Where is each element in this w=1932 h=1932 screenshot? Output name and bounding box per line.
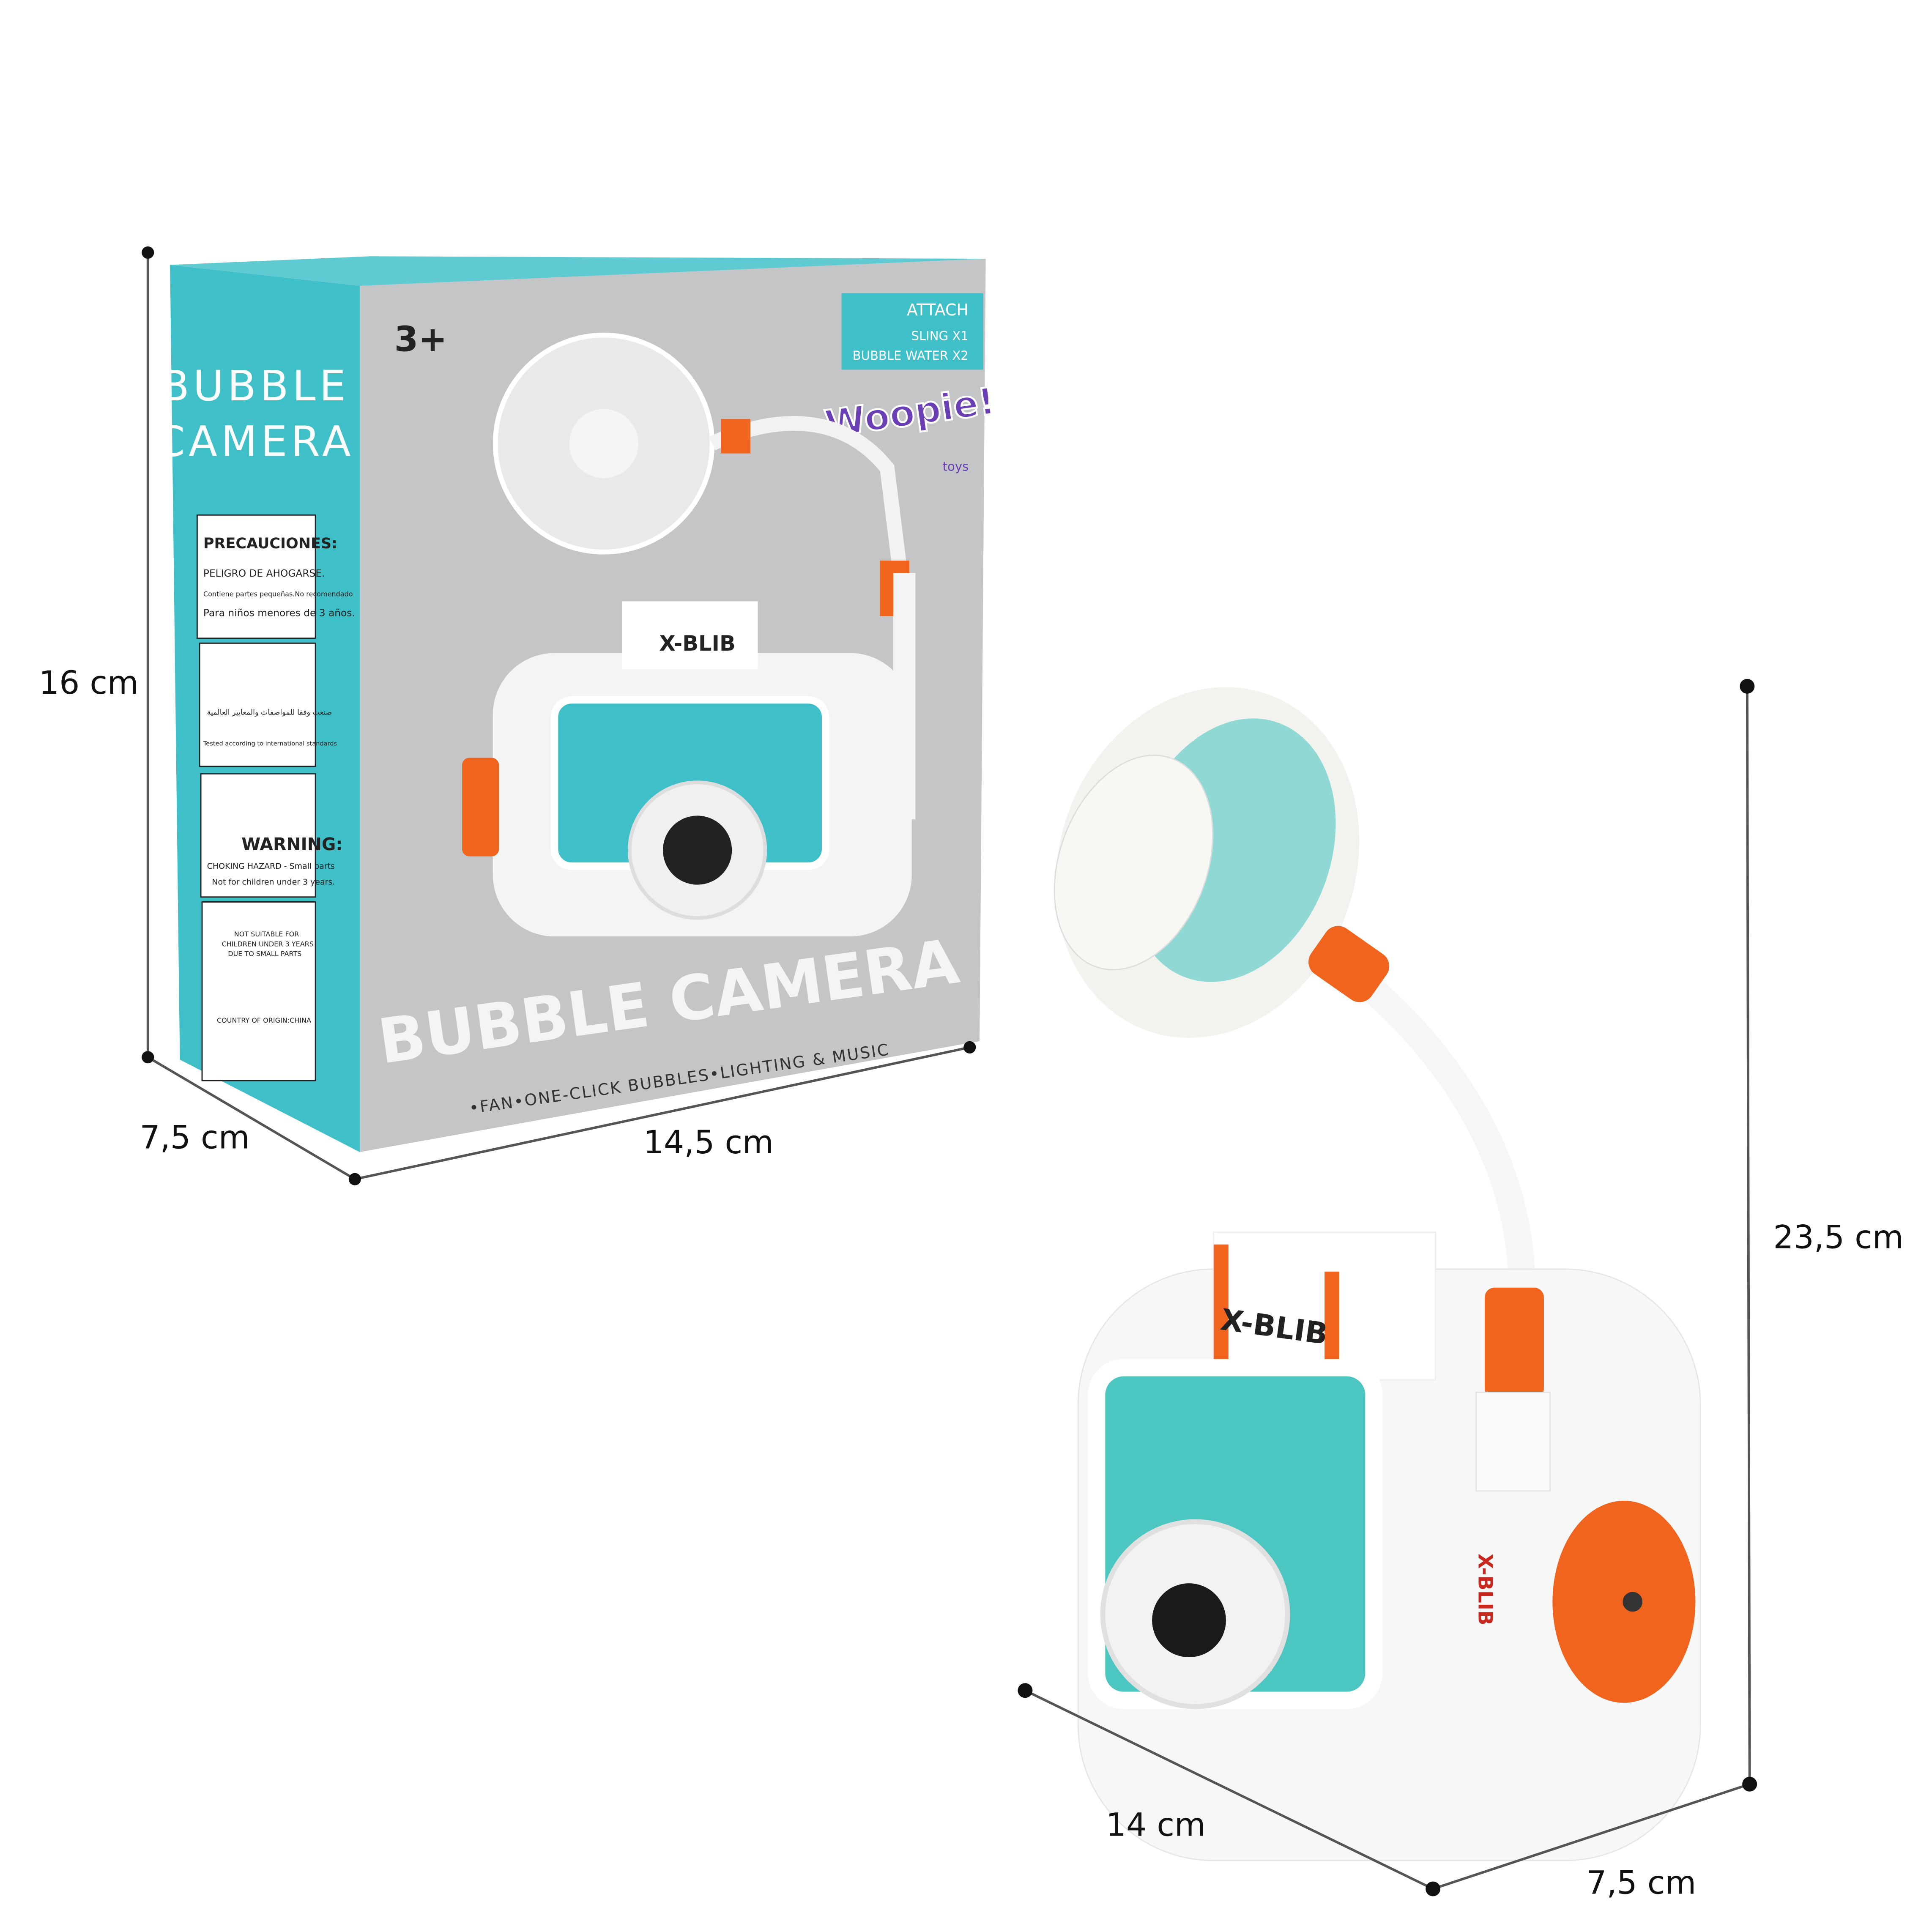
standards-text: Tested according to international standa…	[203, 740, 337, 747]
fan-head	[1054, 687, 1360, 1038]
origin-text: COUNTRY OF ORIGIN:CHINA	[217, 1016, 311, 1024]
box-model-label: X-BLIB	[660, 631, 736, 656]
precautions-text: PELIGRO DE AHOGARSE.	[203, 568, 325, 579]
toy-depth-label: 7,5 cm	[1586, 1864, 1696, 1902]
box-depth-label: 7,5 cm	[140, 1119, 249, 1156]
toy-height-label: 23,5 cm	[1773, 1218, 1903, 1256]
neck-base	[1475, 1391, 1551, 1492]
warning-text: Not for children under 3 years.	[212, 878, 335, 887]
top-label-block: X-BLIB	[1213, 1231, 1436, 1389]
dimension-dots	[142, 246, 1757, 1896]
box-height-label: 16 cm	[39, 664, 139, 701]
box-camera-illustration: X-BLIB	[462, 573, 916, 937]
box-side-title-2: CAMERA	[156, 417, 354, 466]
toy-side-model-label: X-BLIB	[1474, 1554, 1497, 1626]
attach-title: ATTACH	[907, 301, 969, 319]
warning-panels: PRECAUCIONES: PELIGRO DE AHOGARSE. Conti…	[196, 514, 355, 1081]
box-fan-illustration	[493, 332, 909, 616]
attach-item: SLING X1	[911, 328, 968, 343]
not-suitable-text: NOT SUITABLE FOR	[234, 930, 299, 938]
precautions-title: PRECAUCIONES:	[203, 535, 337, 552]
brand-sub-text: toys	[943, 459, 969, 473]
attach-item: BUBBLE WATER X2	[853, 348, 969, 363]
box-width-label: 14,5 cm	[643, 1124, 774, 1161]
not-suitable-text: CHILDREN UNDER 3 YEARS	[222, 940, 314, 948]
lens	[1152, 1583, 1226, 1658]
toy-width-label: 14 cm	[1106, 1806, 1206, 1844]
box-top-edge	[170, 256, 986, 286]
neck-connector-top	[1308, 926, 1390, 1002]
bubble-hole	[1623, 1592, 1643, 1612]
box-side-title-1: BUBBLE	[161, 362, 350, 410]
standards-arabic: صنعت وفقا للمواصفات والمعايير العالمية	[207, 708, 332, 717]
attach-panel: ATTACH SLING X1 BUBBLE WATER X2	[841, 293, 983, 370]
product-box: BUBBLE CAMERA PRECAUCIONES: PELIGRO DE A…	[156, 256, 999, 1152]
age-label: 3+	[394, 320, 447, 360]
bubble-camera-toy: X-BLIB X-BLIB	[1054, 687, 1701, 1861]
neck-connector-bottom	[1485, 1287, 1544, 1399]
not-suitable-text: DUE TO SMALL PARTS	[228, 950, 301, 958]
dimension-lines	[146, 252, 1751, 1891]
warning-title: WARNING:	[241, 834, 342, 854]
warning-text: CHOKING HAZARD - Small parts	[207, 862, 335, 871]
precautions-text: Para niños menores de 3 años.	[203, 607, 355, 618]
precautions-text: Contiene partes pequeñas.No recomendado	[203, 590, 353, 598]
